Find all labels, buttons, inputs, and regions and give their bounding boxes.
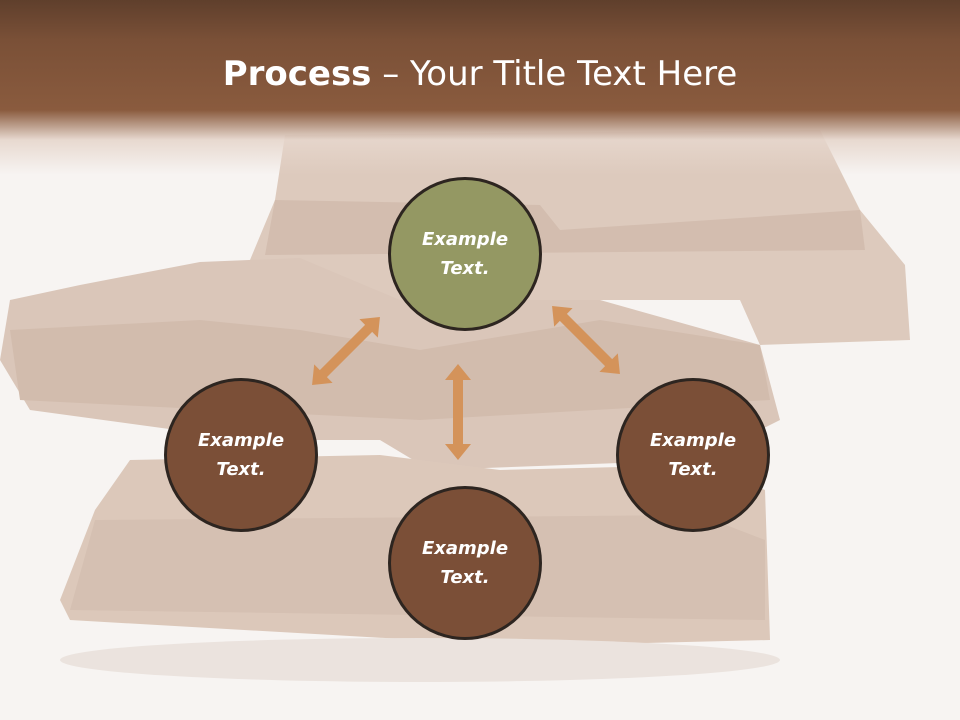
process-node-top[interactable]: Example Text. (388, 177, 542, 331)
process-node-left[interactable]: Example Text. (164, 378, 318, 532)
slide-title-rest: – Your Title Text Here (371, 54, 738, 94)
process-node-right-text: Example Text. (649, 430, 737, 480)
arrow-vertical (445, 364, 471, 460)
arrow-top-right (552, 306, 620, 374)
process-node-right[interactable]: Example Text. (616, 378, 770, 532)
arrow-left-top (312, 317, 380, 385)
header-band (0, 0, 960, 175)
process-node-bottom[interactable]: Example Text. (388, 486, 542, 640)
process-node-left-text: Example Text. (197, 430, 285, 480)
slide-title-bold: Process (222, 54, 372, 94)
slide-title[interactable]: Process – Your Title Text Here (0, 52, 960, 96)
process-node-top-text: Example Text. (421, 229, 509, 279)
process-node-bottom-text: Example Text. (421, 538, 509, 588)
